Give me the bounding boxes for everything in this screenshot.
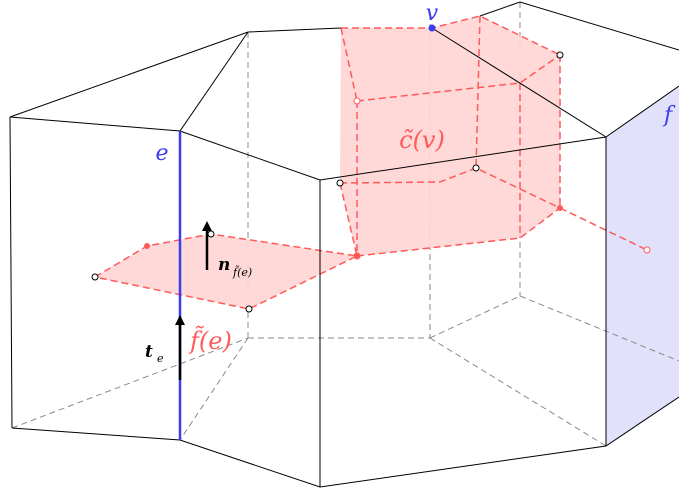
tangent-subscript: e <box>157 352 164 365</box>
dual-vertex-filled <box>557 205 563 211</box>
face-f <box>606 86 679 446</box>
dual-vertex-open <box>556 51 564 59</box>
label-v: v <box>426 1 439 26</box>
dual-face-f <box>92 233 360 310</box>
dual-vertex-open <box>207 230 215 238</box>
vertex-v <box>428 24 436 32</box>
tangent-symbol: t <box>145 342 153 362</box>
dual-vertex-open <box>472 164 480 172</box>
label-normal-vector: n f̃(e) <box>218 255 252 279</box>
dual-vertex-filled <box>144 243 150 249</box>
dual-vertex-open <box>643 246 651 254</box>
dual-vertex-open <box>353 97 361 105</box>
label-dual-face: f̃(e) <box>188 326 232 355</box>
label-tangent-vector: t e <box>145 342 164 365</box>
dual-vertex-filled <box>353 252 361 260</box>
dual-vertex-open <box>336 179 344 187</box>
dual-cell-fill <box>340 16 560 256</box>
label-dual-cell: c̃(v) <box>399 126 445 154</box>
normal-symbol: n <box>218 255 230 275</box>
dual-vertex-markers <box>91 51 651 313</box>
dual-vertex-open <box>91 273 99 281</box>
dual-vertex-open <box>245 305 253 313</box>
primal-edges <box>9 1 679 488</box>
dual-cell-c <box>339 15 648 257</box>
label-e: e <box>155 141 168 166</box>
normal-subscript: f̃(e) <box>232 266 252 279</box>
